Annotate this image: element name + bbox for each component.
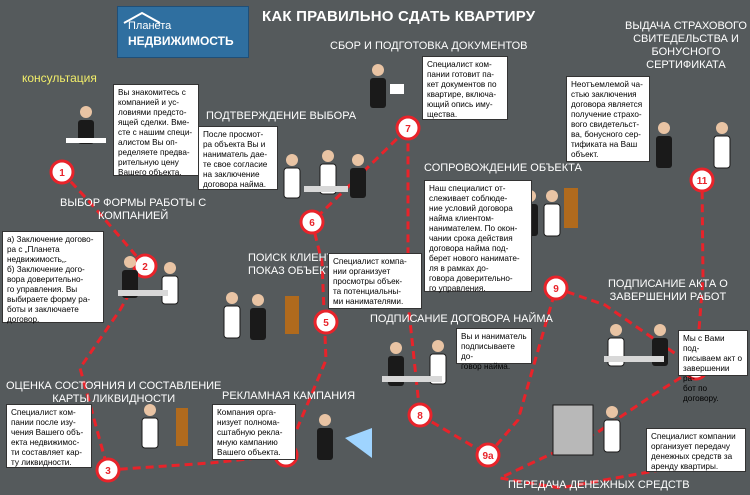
step-2-note: а) Заключение догово- ра с „Планета недв… bbox=[2, 231, 104, 324]
step-10-title: ПОДПИСАНИЕ АКТА О ЗАВЕРШЕНИИ РАБОТ bbox=[608, 278, 728, 303]
step-7-title: СБОР И ПОДГОТОВКА ДОКУМЕНТОВ bbox=[330, 40, 528, 52]
person-figures bbox=[66, 64, 731, 460]
step-9a-note: Специалист компании организует передачу … bbox=[646, 428, 746, 472]
step-2-number: 2 bbox=[142, 262, 148, 273]
step-6-note: После просмот- ра объекта Вы и нанимател… bbox=[198, 126, 278, 190]
step-5-number: 5 bbox=[323, 318, 329, 329]
step-8-number: 8 bbox=[417, 411, 423, 422]
step-7-note: Специалист ком- пании готовит па- кет до… bbox=[422, 56, 508, 120]
step-1-note: Вы знакомитесь с компанией и ус- ловиями… bbox=[113, 84, 199, 177]
logo-line2: НЕДВИЖИМОСТЬ bbox=[128, 34, 234, 48]
step-6-title: ПОДТВЕРЖДЕНИЕ ВЫБОРА bbox=[206, 110, 357, 122]
step-11-number: 11 bbox=[697, 176, 708, 187]
step-7-number: 7 bbox=[405, 124, 411, 135]
step-5-note: Специалист компа- нии организует просмот… bbox=[328, 253, 422, 309]
step-10-note: Мы с Вами под- писываем акт о завершении… bbox=[678, 330, 748, 403]
step-8-note: Наш специалист от- слеживает соблюде- ни… bbox=[424, 180, 532, 293]
step-2-title: ВЫБОР ФОРМЫ РАБОТЫ С КОМПАНИЕЙ bbox=[60, 197, 207, 222]
step-9-title: ПОДПИСАНИЕ ДОГОВОРА НАЙМА bbox=[370, 313, 553, 325]
page-title: КАК ПРАВИЛЬНО СДАТЬ КВАРТИРУ bbox=[262, 8, 536, 25]
step-5-title: ПОИСК КЛИЕНТА ПОКАЗ ОБЪЕКТА bbox=[248, 252, 341, 277]
step-3-number: 3 bbox=[105, 466, 111, 477]
house-roof-icon bbox=[123, 11, 161, 24]
step-3-note: Специалист ком- пании после изу- чения В… bbox=[6, 404, 92, 468]
logo: Планета НЕДВИЖИМОСТЬ bbox=[117, 6, 249, 58]
step-9-note: Вы и наниматель подписываете до- говор н… bbox=[456, 328, 532, 371]
step-1-number: 1 bbox=[59, 168, 65, 179]
step-1-title: консультация bbox=[22, 71, 97, 85]
step-11-note: Неотъемлемой ча- стью заключения договор… bbox=[566, 76, 650, 162]
step-4-note: Компания орга- низует полнома- сштабную … bbox=[212, 404, 296, 460]
step-9a-number: 9a bbox=[482, 451, 494, 462]
step-3-title: ОЦЕНКА СОСТОЯНИЯ И СОСТАВЛЕНИЕ КАРТЫ ЛИК… bbox=[6, 380, 222, 405]
step-4-title: РЕКЛАМНАЯ КАМПАНИЯ bbox=[222, 390, 356, 402]
step-9-number: 9 bbox=[553, 284, 559, 295]
step-6-number: 6 bbox=[309, 218, 315, 229]
logo-line1: Планета bbox=[128, 20, 172, 32]
step-11-title: ВЫДАЧА СТРАХОВОГО СВИТЕДЕЛЬСТВА И БОНУСН… bbox=[625, 20, 747, 71]
step-9a-title: ПЕРЕДАЧА ДЕНЕЖНЫХ СРЕДСТВ bbox=[508, 479, 690, 491]
step-8-title: СОПРОВОЖДЕНИЕ ОБЪЕКТА bbox=[424, 162, 582, 174]
